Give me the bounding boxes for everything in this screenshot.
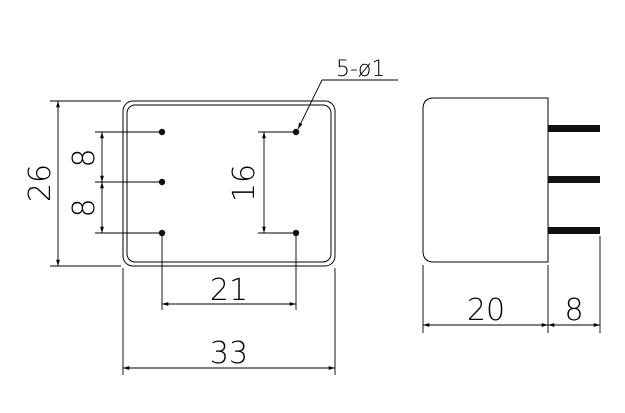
lead-middle [548, 176, 600, 183]
dim-pitch: 8 8 [67, 131, 159, 234]
pin-2 [158, 178, 166, 186]
dim-pin-span-vertical: 16 [227, 131, 293, 234]
dim-pin-span-horizontal: 21 [161, 236, 297, 310]
pin-5 [292, 229, 300, 237]
pin-note-leader: 5-ø1 [297, 57, 398, 130]
side-view: 20 8 [422, 97, 601, 333]
dim-height-label: 26 [23, 164, 58, 202]
dim-body-depth-label: 20 [467, 293, 505, 328]
pin-4 [292, 128, 300, 136]
top-view-inner-body [126, 104, 332, 263]
lead-top [548, 125, 600, 132]
side-view-body [422, 97, 549, 263]
pin-3 [158, 229, 166, 237]
dim-pin-length-label: 8 [564, 293, 583, 328]
pin-1 [158, 128, 166, 136]
dim-pin-span-horizontal-label: 21 [210, 273, 248, 308]
dim-pin-span-vertical-label: 16 [227, 164, 262, 202]
dim-width-label: 33 [210, 336, 248, 371]
lead-bottom [548, 227, 600, 234]
dim-pitch-lower-label: 8 [67, 198, 102, 217]
dim-body-depth: 20 [422, 265, 549, 333]
top-view-outer-body [122, 100, 336, 267]
pin-note-label: 5-ø1 [336, 57, 385, 82]
dim-pitch-upper-label: 8 [67, 148, 102, 167]
dim-width: 33 [122, 268, 336, 375]
dim-pin-length: 8 [548, 236, 601, 333]
top-view: 5-ø1 26 8 8 16 [23, 57, 398, 375]
dim-height: 26 [23, 100, 121, 267]
